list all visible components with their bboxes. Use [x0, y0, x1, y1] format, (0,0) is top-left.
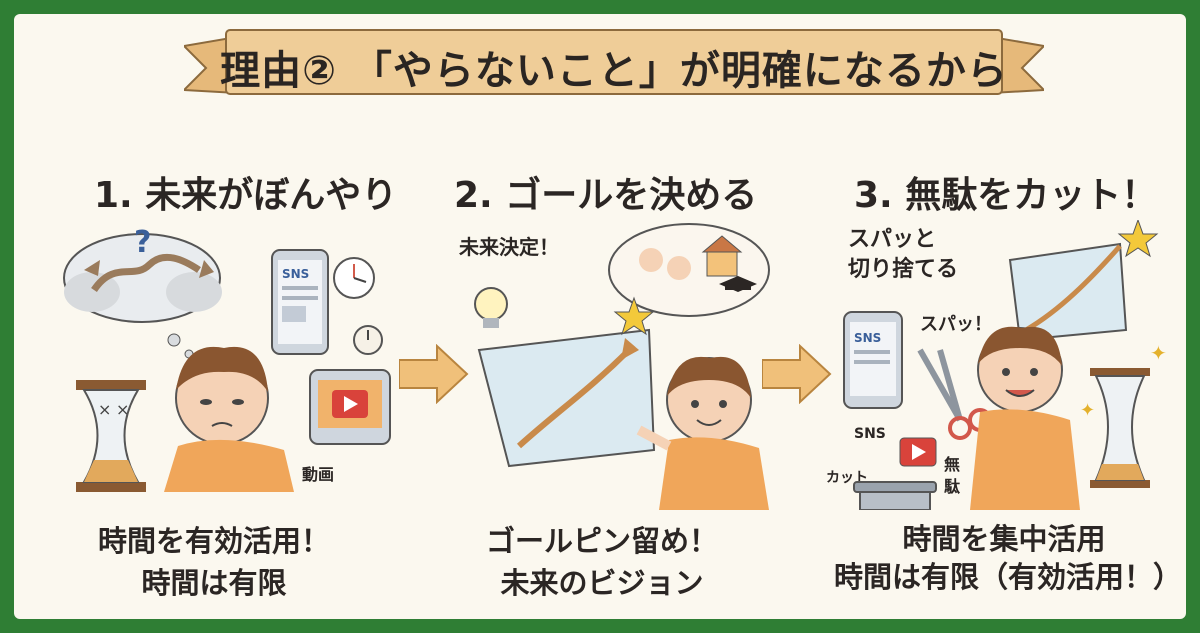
- caption-line: 時間を有効活用！: [97, 524, 330, 558]
- svg-text:SNS: SNS: [854, 426, 886, 442]
- svg-text:切り捨てる: 切り捨てる: [848, 256, 958, 282]
- svg-text:SNS: SNS: [282, 267, 309, 281]
- caption-panel-3: 時間を集中活用 時間は有限（有効活用！）: [834, 520, 1183, 596]
- title-banner: 理由② 「やらないこと」が明確になるから: [181, 24, 1047, 102]
- caption-line: ゴールピン留め！: [485, 524, 718, 558]
- svg-text:✦: ✦: [1150, 341, 1167, 365]
- caption-line: 未来のビジョン: [500, 566, 704, 600]
- svg-text:×: ×: [116, 400, 129, 419]
- phone-sns-icon: SNS: [271, 249, 329, 355]
- illustration-canvas: 理由② 「やらないこと」が明確になるから 1. 未来がぼんやり 2. ゴールを決…: [14, 14, 1186, 619]
- panel-cut-waste: スパッと 切り捨てる SNS スパッ！: [820, 218, 1172, 511]
- svg-text:✦: ✦: [1080, 400, 1095, 421]
- svg-text:SNS: SNS: [854, 331, 881, 345]
- arrow-right-icon-2: [762, 344, 832, 404]
- map-star-icon: [1008, 218, 1159, 342]
- svg-text:?: ?: [134, 225, 151, 260]
- panel-future-vague: ? × ×: [54, 220, 406, 510]
- svg-text:動画: 動画: [302, 465, 334, 484]
- svg-text:無: 無: [944, 455, 960, 474]
- arrow-right-icon-1: [399, 344, 469, 404]
- caption-line: 時間は有限: [141, 566, 287, 600]
- column-title-2: 2. ゴールを決める: [454, 175, 758, 216]
- video-card-icon: [899, 437, 937, 467]
- map-icon: [477, 296, 656, 468]
- small-clock-icon: [353, 325, 383, 355]
- column-title-1: 1. 未来がぼんやり: [94, 175, 398, 216]
- svg-text:未来決定！: 未来決定！: [459, 235, 559, 259]
- phone-sns-icon-2: SNS: [843, 311, 903, 409]
- svg-text:スパッと: スパッと: [848, 227, 936, 252]
- clock-icon: [333, 257, 375, 299]
- pointing-child-icon: [636, 356, 769, 510]
- column-title-3: 3. 無駄をカット！: [854, 175, 1158, 216]
- banner-title: 理由② 「やらないこと」が明確になるから: [220, 48, 1008, 94]
- worried-child-icon: [164, 346, 294, 492]
- thought-cloud-icon: ?: [63, 225, 222, 359]
- lightbulb-icon: [474, 287, 508, 328]
- hourglass-icon: × ×: [76, 380, 146, 492]
- happy-child-icon: [970, 326, 1080, 510]
- svg-text:駄: 駄: [944, 477, 961, 496]
- trash-bin-icon: [853, 481, 937, 511]
- ribbon-shape: [181, 29, 1047, 96]
- video-tablet-icon: 動画: [302, 369, 391, 484]
- sparkle-hourglass-icon: ✦ ✦: [1080, 341, 1167, 488]
- caption-line: 時間を集中活用: [902, 522, 1106, 556]
- dream-cloud-icon: [608, 223, 770, 317]
- caption-line: 時間は有限（有効活用！）: [834, 560, 1183, 594]
- panel-set-goal: 未来決定！: [439, 220, 791, 510]
- caption-panel-2: ゴールピン留め！ 未来のビジョン: [432, 520, 772, 604]
- caption-panel-1: 時間を有効活用！ 時間は有限: [44, 520, 384, 604]
- svg-text:スパッ！: スパッ！: [920, 314, 992, 335]
- svg-text:×: ×: [98, 400, 111, 419]
